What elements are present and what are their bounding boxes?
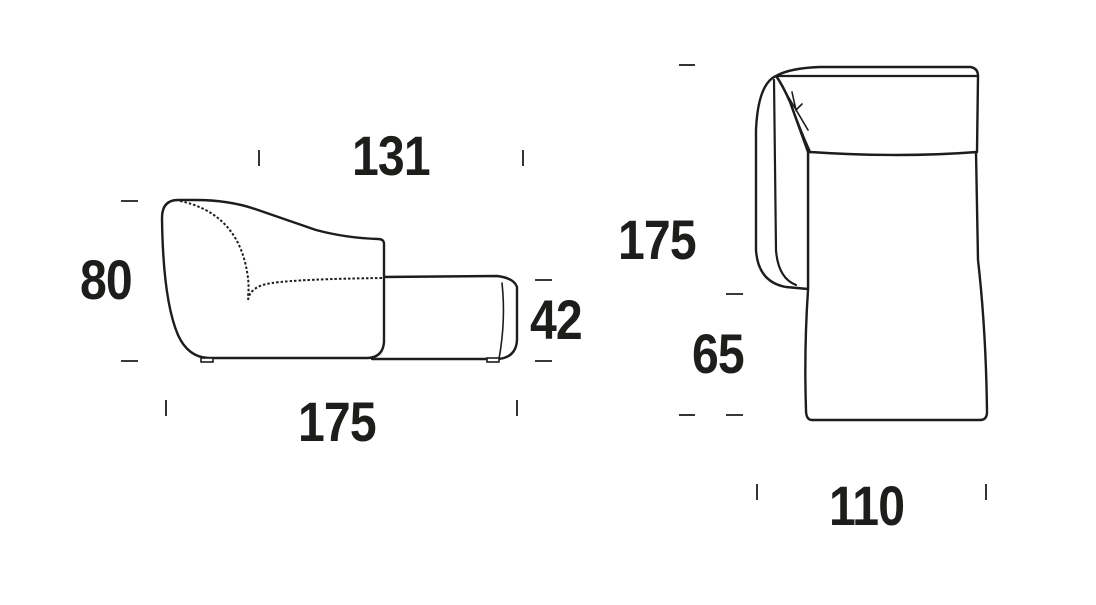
seat-front-edge (498, 282, 505, 360)
dim-side-total-length: 175 (298, 390, 377, 453)
top-view (679, 64, 989, 500)
dim-side-top-width: 131 (352, 124, 431, 187)
chaise-seat-extension (370, 274, 519, 361)
top-backrest (774, 65, 980, 157)
foot-right (486, 357, 500, 363)
dim-top-total-width: 110 (829, 474, 905, 537)
foot-left (200, 357, 214, 363)
dim-side-total-height: 80 (80, 248, 133, 311)
chaise-back-body (160, 198, 386, 360)
dim-top-total-depth: 175 (618, 208, 697, 271)
corner-arrow (775, 75, 809, 131)
dim-side-seat-height: 42 (530, 288, 583, 351)
seat-seam (247, 277, 385, 301)
top-seat-body (804, 150, 989, 422)
side-view (121, 150, 552, 416)
back-seam (179, 200, 250, 297)
dim-top-seat-depth: 65 (692, 322, 745, 385)
armrest-inner-line (772, 78, 798, 287)
